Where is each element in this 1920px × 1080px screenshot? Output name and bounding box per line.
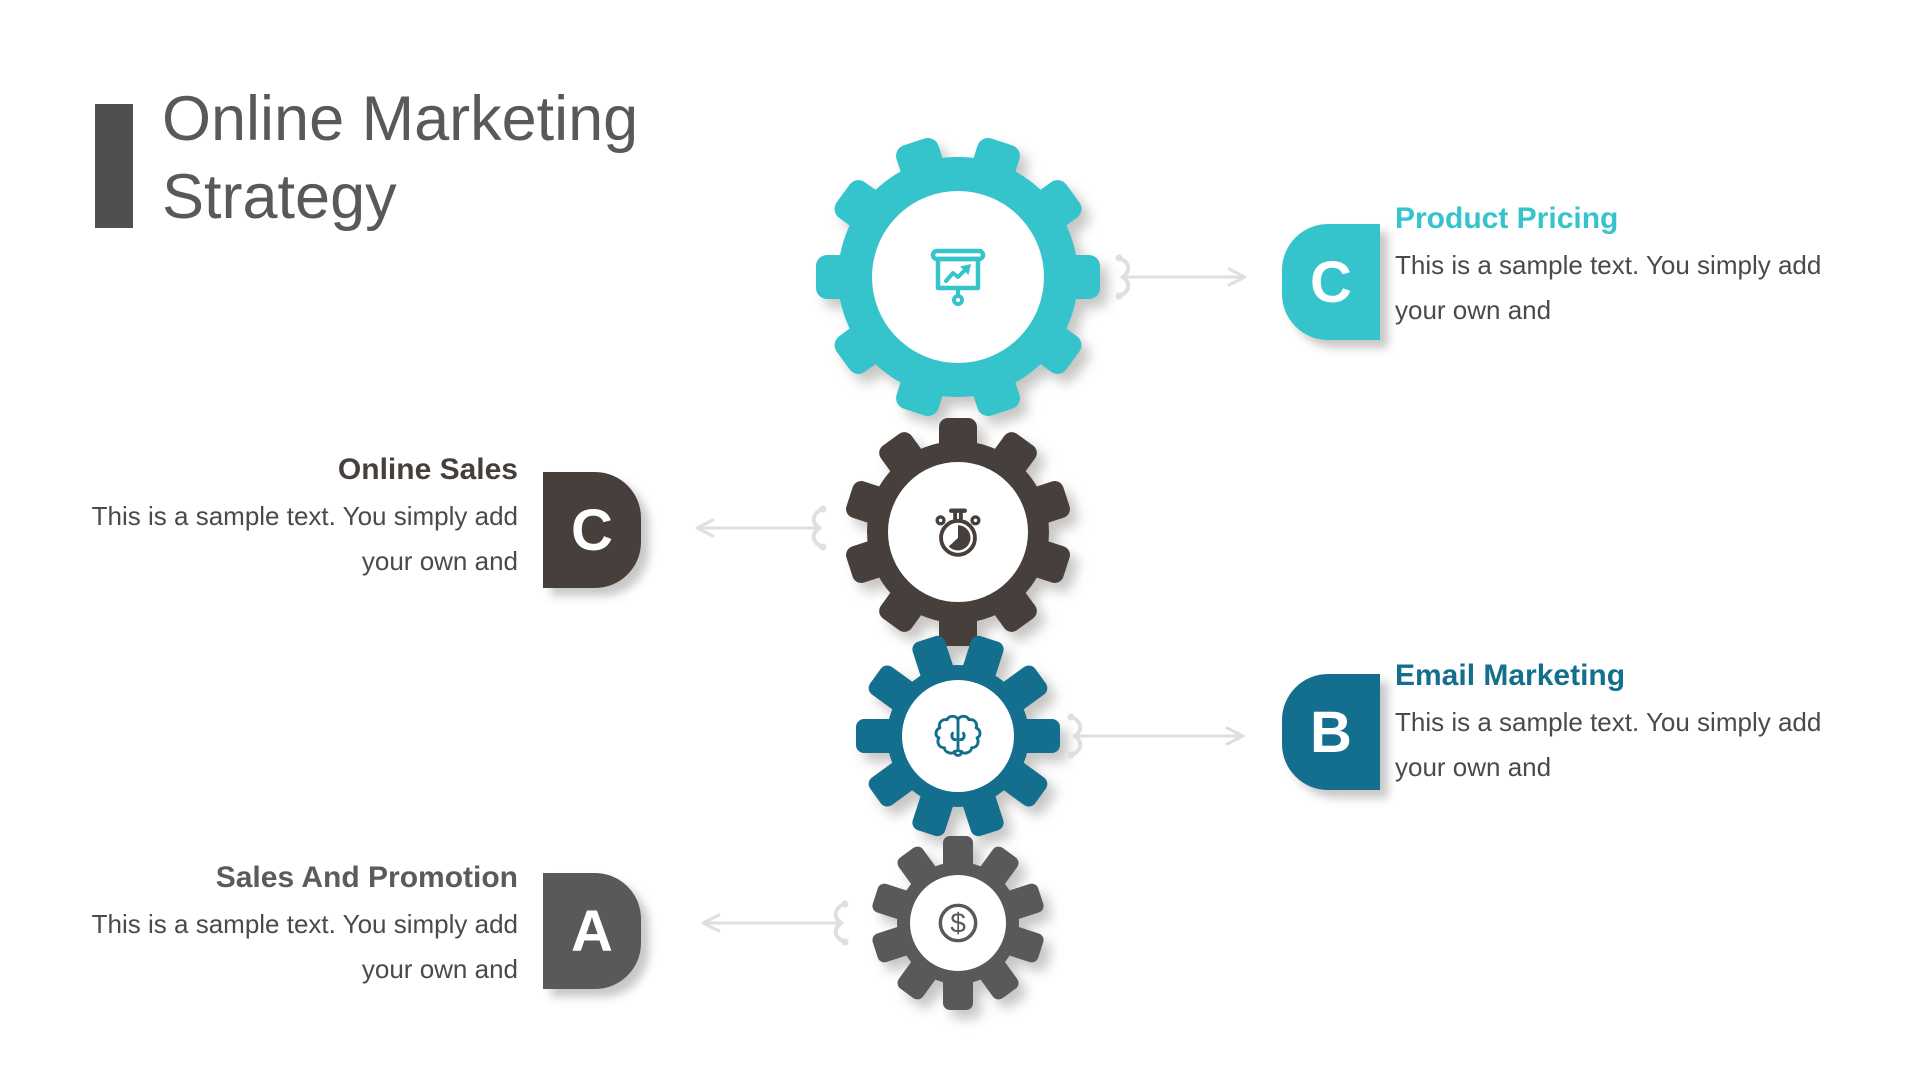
badge-product-pricing: C bbox=[1282, 224, 1380, 340]
gear-sales-and-promotion: $ bbox=[870, 836, 1046, 1010]
svg-text:$: $ bbox=[950, 908, 966, 939]
section-title: Email Marketing bbox=[1395, 659, 1626, 692]
section-text-online-sales: Online Sales This is a sample text. You … bbox=[88, 450, 518, 584]
gear-ring bbox=[887, 665, 1029, 807]
gear-ring bbox=[838, 157, 1078, 397]
badge-sales-and-promotion: A bbox=[543, 873, 641, 989]
dollar-circle-icon: $ bbox=[938, 903, 978, 943]
presentation-chart-icon bbox=[930, 248, 986, 306]
badge-email-marketing: B bbox=[1282, 674, 1380, 790]
section-body: This is a sample text. You simply add yo… bbox=[88, 902, 518, 992]
section-body-line: your own and bbox=[1395, 295, 1552, 325]
section-title: Product Pricing bbox=[1395, 202, 1619, 235]
section-body: This is a sample text. You simply add yo… bbox=[1395, 243, 1845, 333]
section-body-line: your own and bbox=[361, 954, 518, 984]
badge-online-sales: C bbox=[543, 472, 641, 588]
section-body-line: your own and bbox=[1395, 752, 1552, 782]
section-body: This is a sample text. You simply add yo… bbox=[1395, 700, 1845, 790]
brain-icon bbox=[934, 714, 982, 757]
section-body-line: This is a sample text. You simply add bbox=[1395, 707, 1822, 737]
gear-ring: $ bbox=[897, 862, 1019, 984]
section-title: Sales And Promotion bbox=[215, 861, 518, 894]
gear-online-sales bbox=[843, 418, 1073, 646]
connector-arrow-online-sales bbox=[695, 505, 827, 551]
section-body-line: This is a sample text. You simply add bbox=[91, 501, 518, 531]
section-body-line: This is a sample text. You simply add bbox=[1395, 250, 1822, 280]
page-title: Online Marketing Strategy bbox=[162, 84, 639, 232]
gear-product-pricing bbox=[816, 135, 1100, 419]
section-body: This is a sample text. You simply add yo… bbox=[88, 494, 518, 584]
gear-email-marketing bbox=[856, 633, 1060, 839]
stopwatch-icon bbox=[935, 508, 981, 557]
gear-ring bbox=[867, 441, 1049, 623]
section-text-sales-and-promotion: Sales And Promotion This is a sample tex… bbox=[88, 858, 518, 992]
connector-arrow-product-pricing bbox=[1115, 254, 1247, 300]
title-accent-bar bbox=[95, 104, 133, 228]
section-body-line: This is a sample text. You simply add bbox=[91, 909, 518, 939]
section-text-email-marketing: Email Marketing This is a sample text. Y… bbox=[1395, 656, 1845, 790]
connector-arrow-sales-and-promotion bbox=[701, 900, 849, 946]
section-body-line: your own and bbox=[361, 546, 518, 576]
section-text-product-pricing: Product Pricing This is a sample text. Y… bbox=[1395, 199, 1845, 333]
section-title: Online Sales bbox=[337, 453, 518, 486]
connector-arrow-email-marketing bbox=[1067, 713, 1245, 759]
